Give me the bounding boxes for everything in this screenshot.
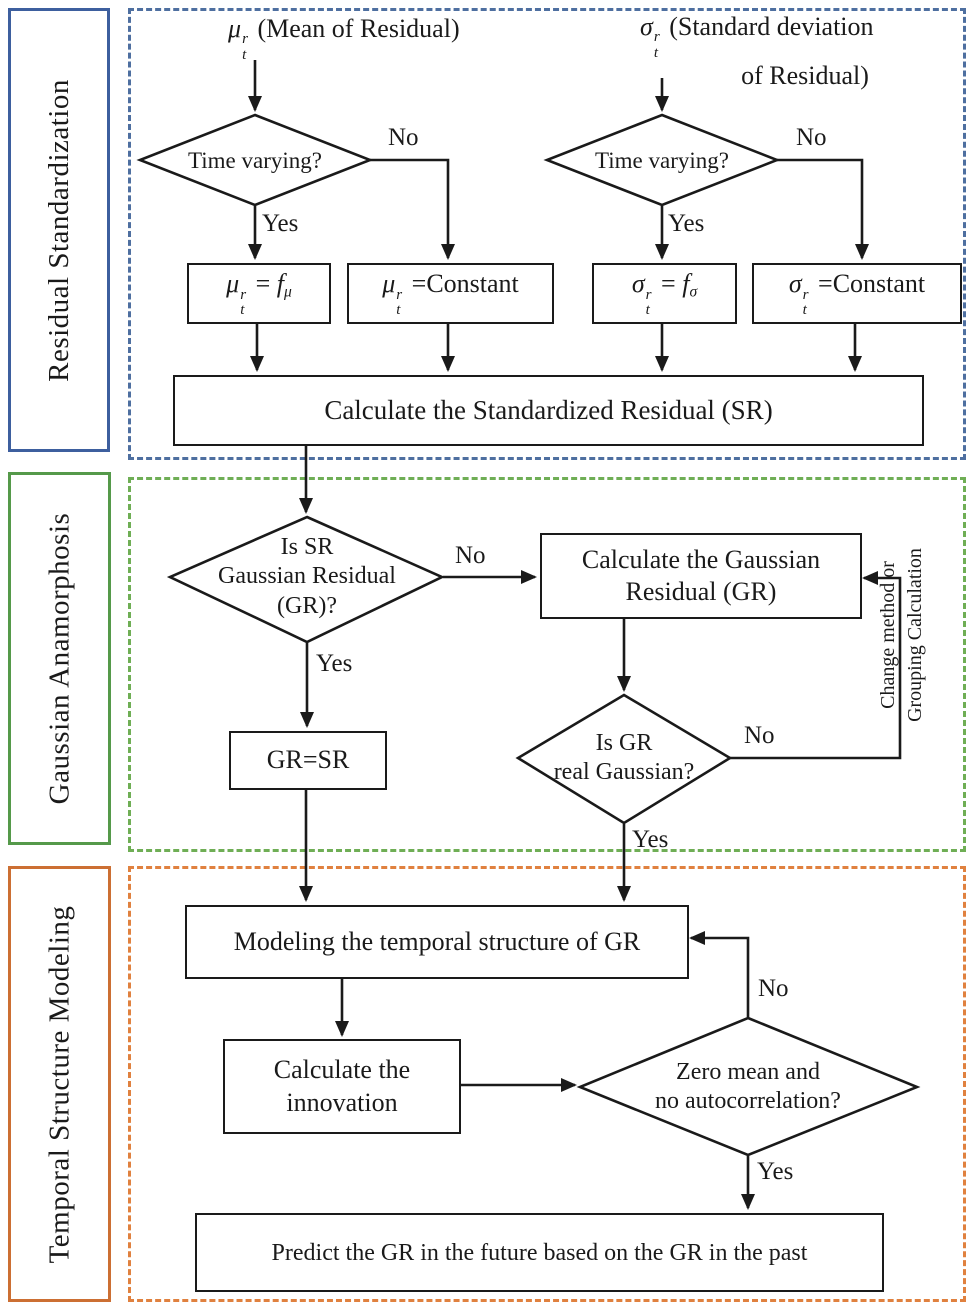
edge-label-no-mu: No <box>388 124 419 151</box>
decision-time-varying-mu-label: Time varying? <box>188 148 322 173</box>
decision-is-gr-real-gaussian-label: Is GR real Gaussian? <box>553 730 695 786</box>
decision-time-varying-sigma-label: Time varying? <box>595 148 729 173</box>
sigma-desc-line2: of Residual) <box>741 61 869 91</box>
decision-time-varying-sigma-shape <box>543 113 781 207</box>
decision-is-sr-gaussian-label: Is SR Gaussian Residual (GR)? <box>218 534 396 619</box>
edge-label-yes-is-sr: Yes <box>316 650 353 677</box>
process-calculate-gr: Calculate the Gaussian Residual (GR) <box>540 533 862 619</box>
arrow-mu-no <box>370 158 455 260</box>
edge-label-no-is-gr: No <box>744 722 775 749</box>
edge-label-yes-is-gr: Yes <box>632 826 669 853</box>
edge-label-no-sigma: No <box>796 124 827 151</box>
decision-time-varying-mu-shape <box>136 113 374 207</box>
process-modeling-temporal-structure: Modeling the temporal structure of GR <box>185 905 689 979</box>
edge-label-yes-mu: Yes <box>262 210 299 237</box>
decision-zero-mean-shape <box>576 1016 921 1157</box>
decision-is-gr-real-gaussian-shape <box>515 693 733 825</box>
edge-label-yes-sigma: Yes <box>668 210 705 237</box>
section-temporal-structure-frame <box>128 866 966 1302</box>
sigma-desc-line1: (Standard deviation <box>662 12 874 41</box>
edge-label-yes-zero-mean: Yes <box>757 1158 794 1185</box>
edge-label-no-zero-mean: No <box>758 975 789 1002</box>
section-residual-standardization-frame <box>128 8 966 460</box>
section-label-gaussian-anamorphosis: Gaussian Anamorphosis <box>8 472 111 845</box>
process-calculate-sr: Calculate the Standardized Residual (SR) <box>173 375 924 446</box>
feedback-loop-label: Change method or Grouping Calculation <box>877 548 926 722</box>
decision-is-sr-gaussian-shape <box>166 515 446 644</box>
section-label-temporal-structure: Temporal Structure Modeling <box>8 866 111 1302</box>
process-predict-gr: Predict the GR in the future based on th… <box>195 1213 884 1292</box>
decision-zero-mean-label: Zero mean and no autocorrelation? <box>655 1059 841 1115</box>
process-calculate-innovation: Calculate the innovation <box>223 1039 461 1134</box>
arrow-sigma-no <box>777 158 869 260</box>
process-gr-equals-sr: GR=SR <box>229 731 387 790</box>
section-label-residual-standardization: Residual Standardization <box>8 8 110 452</box>
mu-symbol: μ <box>228 14 242 43</box>
arrow-zero-mean-no-feedback <box>689 931 750 1017</box>
mu-desc: (Mean of Residual) <box>250 14 460 43</box>
edge-label-no-is-sr: No <box>455 542 486 569</box>
section-gaussian-anamorphosis-frame <box>128 477 966 852</box>
sigma-symbol: σ <box>640 12 653 41</box>
arrow-is-gr-no-feedback <box>730 571 902 760</box>
